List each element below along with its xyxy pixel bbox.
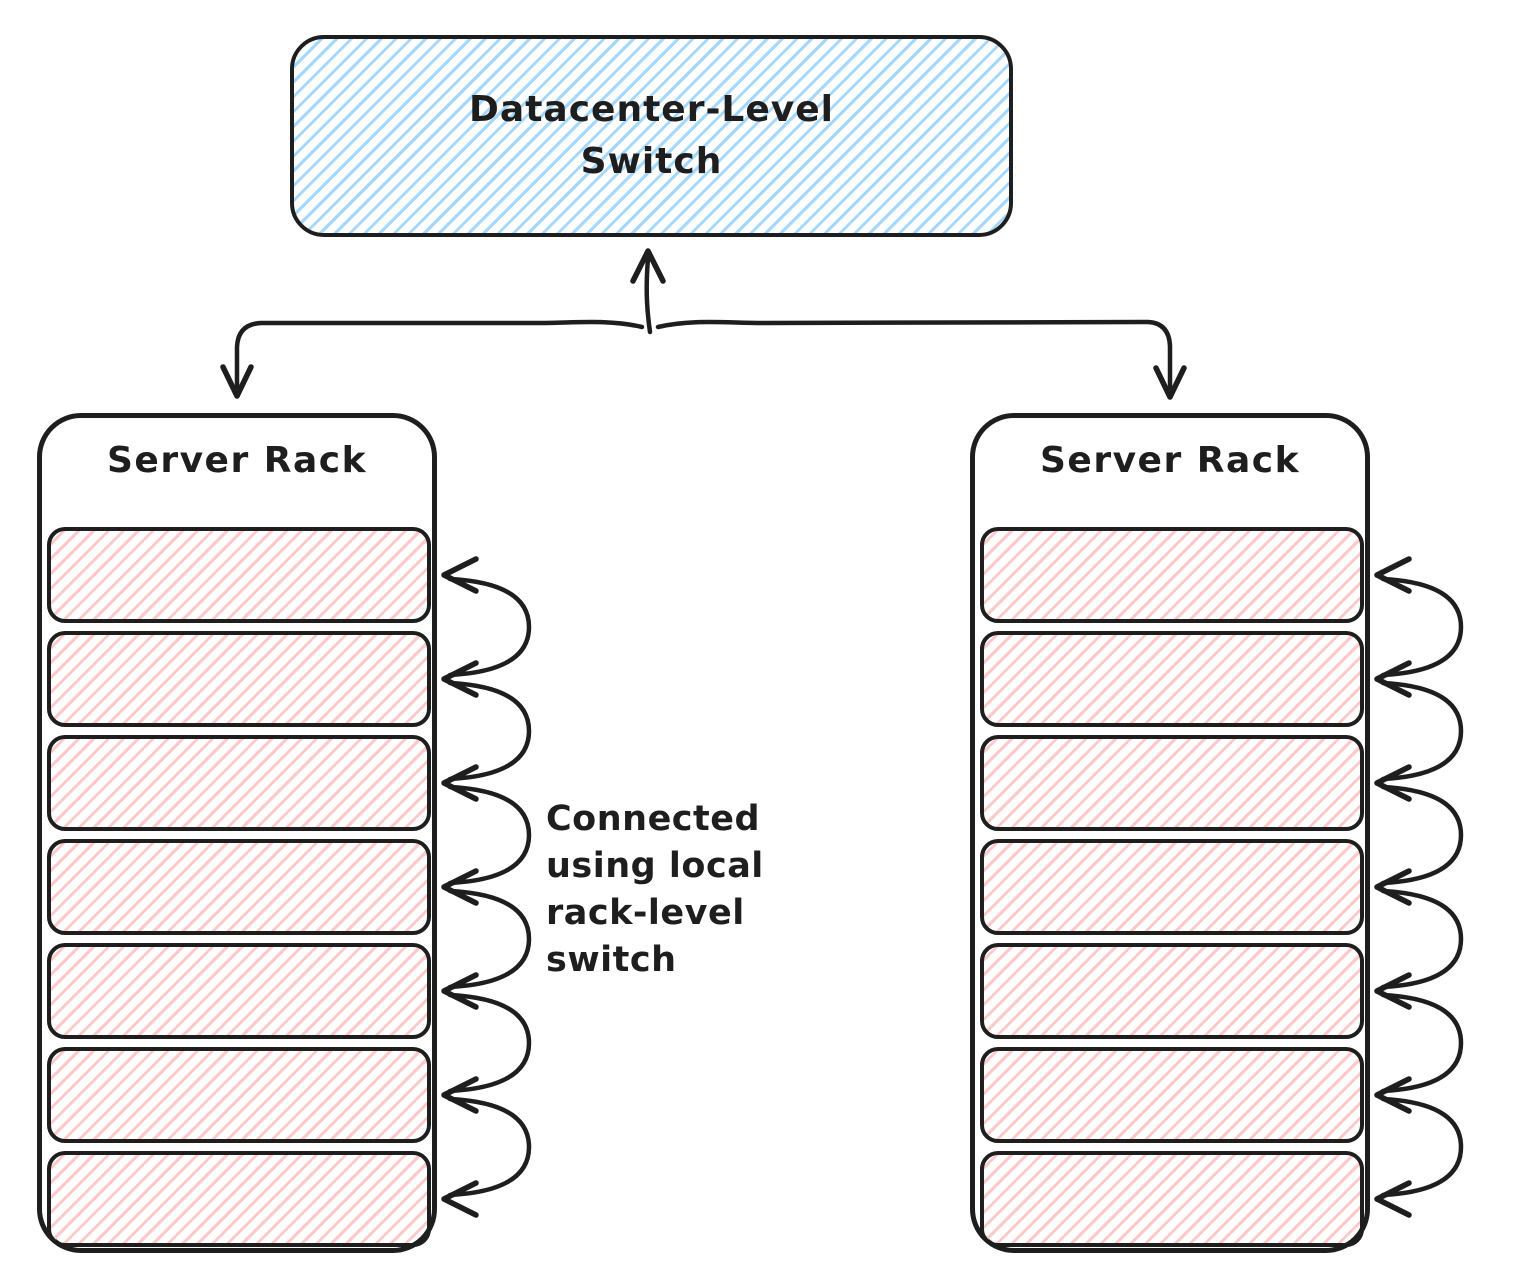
right-rack-loop-arrows <box>1374 556 1464 1218</box>
server-unit <box>47 527 431 623</box>
annotation-rack-switch-text: Connected using local rack-level switch <box>546 799 764 980</box>
server-unit <box>980 631 1364 727</box>
server-rack-left: Server Rack <box>37 413 437 1253</box>
arrowhead-left-icon <box>1374 1180 1412 1218</box>
server-unit <box>47 631 431 727</box>
datacenter-switch-node: Datacenter-Level Switch <box>290 35 1013 237</box>
arrowhead-up-icon <box>630 248 666 284</box>
server-unit <box>47 1151 431 1247</box>
server-unit <box>980 943 1364 1039</box>
arrowhead-left-icon <box>441 660 479 698</box>
server-unit <box>47 839 431 935</box>
server-unit <box>47 1047 431 1143</box>
arrowhead-left-icon <box>1374 556 1412 594</box>
arrowhead-left-icon <box>1374 660 1412 698</box>
arrowhead-left-icon <box>1374 972 1412 1010</box>
server-unit <box>47 735 431 831</box>
arrowhead-left-icon <box>1374 764 1412 802</box>
server-unit <box>980 1047 1364 1143</box>
server-rack-right: Server Rack <box>970 413 1370 1253</box>
arrowhead-left-icon <box>441 972 479 1010</box>
arrowhead-left-icon <box>441 1180 479 1218</box>
server-rack-right-title: Server Rack <box>1039 440 1301 481</box>
arrowhead-left-icon <box>1374 868 1412 906</box>
left-rack-loop-arrows <box>441 556 532 1218</box>
arrowhead-down-icon <box>220 364 254 399</box>
server-unit <box>47 943 431 1039</box>
server-rack-left-title: Server Rack <box>106 440 368 481</box>
arrowhead-left-icon <box>441 868 479 906</box>
arrowhead-left-icon <box>441 1076 479 1114</box>
server-unit <box>980 839 1364 935</box>
server-unit <box>980 527 1364 623</box>
server-unit <box>980 1151 1364 1247</box>
datacenter-switch-label: Datacenter-Level Switch <box>469 89 834 182</box>
racks-to-switch-arrow <box>220 248 1187 400</box>
arrowhead-left-icon <box>441 764 479 802</box>
arrowhead-down-icon <box>1153 365 1187 400</box>
arrowhead-left-icon <box>441 556 479 594</box>
server-unit <box>980 735 1364 831</box>
arrowhead-left-icon <box>1374 1076 1412 1114</box>
